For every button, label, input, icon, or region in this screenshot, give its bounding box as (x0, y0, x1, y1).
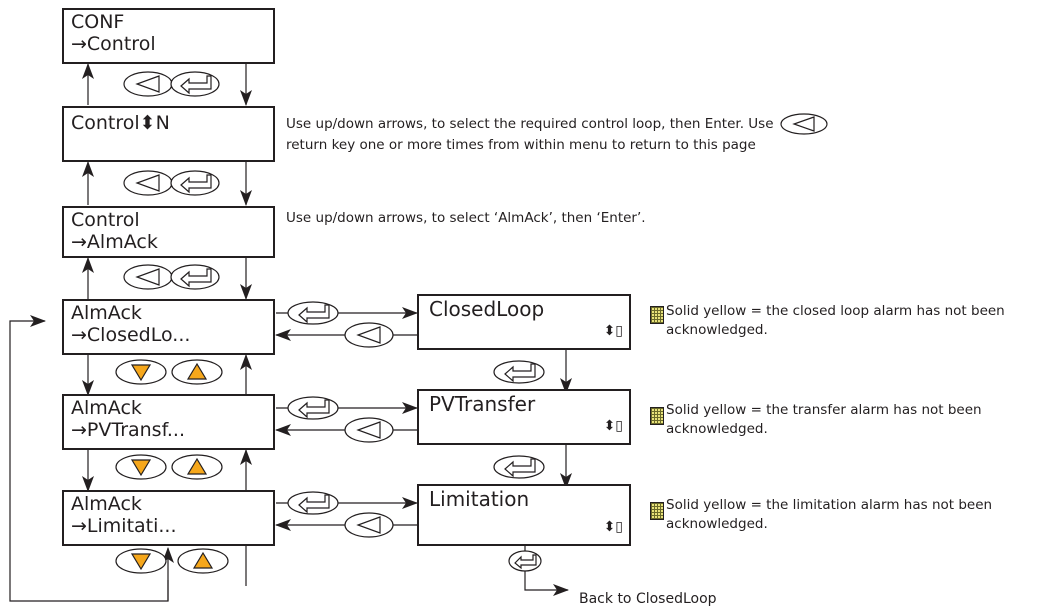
enter-key-icon[interactable] (493, 455, 545, 479)
screen-line-2: →Limitati... (71, 515, 177, 537)
note-closed-loop-alarm: Solid yellow = the closed loop alarm has… (666, 302, 1005, 340)
note-select-loop-line2: return key one or more times from within… (286, 137, 756, 153)
up-arrow-key-icon[interactable] (177, 548, 229, 574)
horizontal-flow-arrows (275, 307, 572, 596)
screen-line-2: →PVTransf... (71, 419, 186, 441)
note-select-almack-text: Use up/down arrows, to select ‘AlmAck’, … (286, 210, 646, 226)
screen-line-2: →ClosedLo... (71, 324, 191, 346)
return-key-icon[interactable] (344, 417, 394, 443)
screen-line-1: CONF (71, 11, 125, 33)
screen-title: Limitation (429, 487, 530, 511)
note-line: Solid yellow = the closed loop alarm has… (666, 303, 1005, 319)
enter-key-icon[interactable] (287, 301, 339, 325)
note-limitation-alarm: Solid yellow = the limitation alarm has … (666, 496, 992, 534)
down-arrow-key-icon[interactable] (115, 359, 167, 385)
note-select-almack: Use up/down arrows, to select ‘AlmAck’, … (286, 208, 646, 229)
screen-line-1: Control⬍N (71, 112, 170, 134)
alarm-indicator: ⬍▯ (603, 519, 623, 535)
screen-limitation: Limitation ⬍▯ (417, 484, 631, 546)
up-arrow-key-icon[interactable] (171, 454, 223, 480)
screen-line-2: →AlmAck (71, 231, 158, 253)
screen-pvtransfer: PVTransfer ⬍▯ (417, 389, 631, 445)
note-line: Solid yellow = the transfer alarm has no… (666, 402, 982, 418)
note-select-loop: Use up/down arrows, to select the requir… (286, 113, 830, 156)
return-key-icon[interactable] (344, 322, 394, 348)
note-line: acknowledged. (666, 421, 768, 437)
note-line: acknowledged. (666, 322, 768, 338)
screen-closedloop: ClosedLoop ⬍▯ (417, 294, 631, 350)
enter-key-icon[interactable] (287, 491, 339, 515)
yellow-swatch-icon (650, 306, 664, 324)
screen-title: ClosedLoop (429, 297, 545, 321)
note-transfer-alarm: Solid yellow = the transfer alarm has no… (666, 401, 982, 439)
down-arrow-key-icon[interactable] (115, 548, 167, 574)
up-arrow-key-icon[interactable] (171, 359, 223, 385)
yellow-swatch-icon (650, 407, 664, 425)
left-flow-arrows (9, 63, 252, 602)
screen-almack-pvtransfer[interactable]: AlmAck →PVTransf... (62, 394, 275, 450)
screen-line-1: AlmAck (71, 493, 142, 515)
screen-conf: CONF →Control (62, 8, 275, 64)
screen-line-1: AlmAck (71, 302, 142, 324)
screen-line-2: →Control (71, 33, 156, 55)
yellow-swatch-icon (650, 502, 664, 520)
return-key-icon[interactable] (123, 264, 173, 290)
back-to-closedloop-label: Back to ClosedLoop (579, 589, 717, 610)
back-label-text: Back to ClosedLoop (579, 591, 717, 607)
enter-key-icon[interactable] (287, 396, 339, 420)
alarm-indicator: ⬍▯ (603, 418, 623, 434)
return-key-icon[interactable] (344, 512, 394, 538)
enter-key-icon[interactable] (508, 550, 542, 572)
down-arrow-key-icon[interactable] (115, 454, 167, 480)
note-line: Solid yellow = the limitation alarm has … (666, 497, 993, 513)
note-select-loop-line1: Use up/down arrows, to select the requir… (286, 116, 774, 132)
screen-title: PVTransfer (429, 392, 536, 416)
enter-key-icon[interactable] (170, 264, 220, 290)
screen-almack-closedloop[interactable]: AlmAck →ClosedLo... (62, 299, 275, 355)
note-line: acknowledged. (666, 516, 768, 532)
screen-line-1: AlmAck (71, 397, 142, 419)
enter-key-icon[interactable] (170, 170, 220, 196)
screen-almack-limitation[interactable]: AlmAck →Limitati... (62, 490, 275, 546)
alarm-indicator: ⬍▯ (603, 323, 623, 339)
screen-line-1: Control (71, 209, 140, 231)
enter-key-icon[interactable] (493, 360, 545, 384)
enter-key-icon[interactable] (170, 71, 220, 97)
return-key-icon[interactable] (123, 71, 173, 97)
screen-control-almack: Control →AlmAck (62, 206, 275, 258)
return-key-icon[interactable] (123, 170, 173, 196)
screen-control-n: Control⬍N (62, 106, 275, 162)
return-key-icon (780, 113, 828, 135)
